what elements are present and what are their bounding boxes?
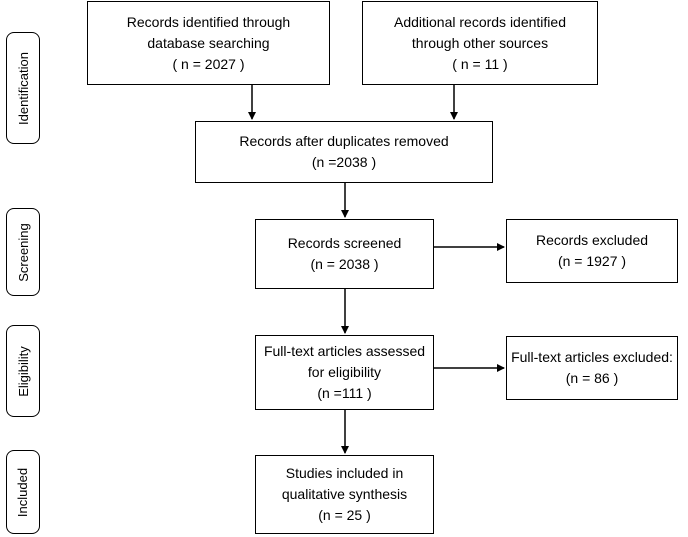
box-database-search: Records identified through database sear… xyxy=(87,1,330,85)
records-excluded-line1: Records excluded xyxy=(535,232,649,248)
phase-included: Included xyxy=(6,450,40,534)
box-other-sources: Additional records identified through ot… xyxy=(362,1,598,85)
database-search-line1: Records identified through xyxy=(126,13,291,30)
box-records-excluded: Records excluded (n = 1927 ) xyxy=(506,219,678,283)
phase-eligibility: Eligibility xyxy=(6,325,40,417)
box-duplicates-removed: Records after duplicates removed (n =203… xyxy=(195,121,493,183)
studies-included-line2: qualitative synthesis xyxy=(281,486,408,502)
duplicates-removed-line1: Records after duplicates removed xyxy=(239,133,449,149)
studies-included-count: (n = 25 ) xyxy=(318,507,371,523)
full-text-assessed-line1: Full-text articles assessed xyxy=(263,343,426,359)
box-full-text-excluded: Full-text articles excluded: (n = 86 ) xyxy=(506,336,678,400)
full-text-excluded-line1: Full-text articles excluded: xyxy=(511,349,673,365)
box-records-screened: Records screened (n = 2038 ) xyxy=(255,219,434,289)
duplicates-removed-count: (n =2038 ) xyxy=(311,154,377,170)
box-full-text-assessed: Full-text articles assessed for eligibil… xyxy=(255,335,434,410)
full-text-excluded-count: (n = 86 ) xyxy=(565,370,619,386)
database-search-line2: database searching xyxy=(147,34,270,51)
studies-included-line1: Studies included in xyxy=(285,465,404,481)
full-text-assessed-count: (n =111 ) xyxy=(317,385,372,401)
other-sources-count: ( n = 11 ) xyxy=(452,55,508,72)
other-sources-line1: Additional records identified xyxy=(394,13,566,30)
records-screened-line1: Records screened xyxy=(287,235,402,251)
phase-identification: Identification xyxy=(6,32,40,144)
box-studies-included: Studies included in qualitative synthesi… xyxy=(255,455,434,534)
phase-screening: Screening xyxy=(6,208,40,296)
records-screened-count: (n = 2038 ) xyxy=(310,256,379,272)
full-text-assessed-line2: for eligibility xyxy=(307,364,382,380)
database-search-count: ( n = 2027 ) xyxy=(172,55,245,72)
other-sources-line2: through other sources xyxy=(411,34,549,51)
records-excluded-count: (n = 1927 ) xyxy=(557,253,627,269)
